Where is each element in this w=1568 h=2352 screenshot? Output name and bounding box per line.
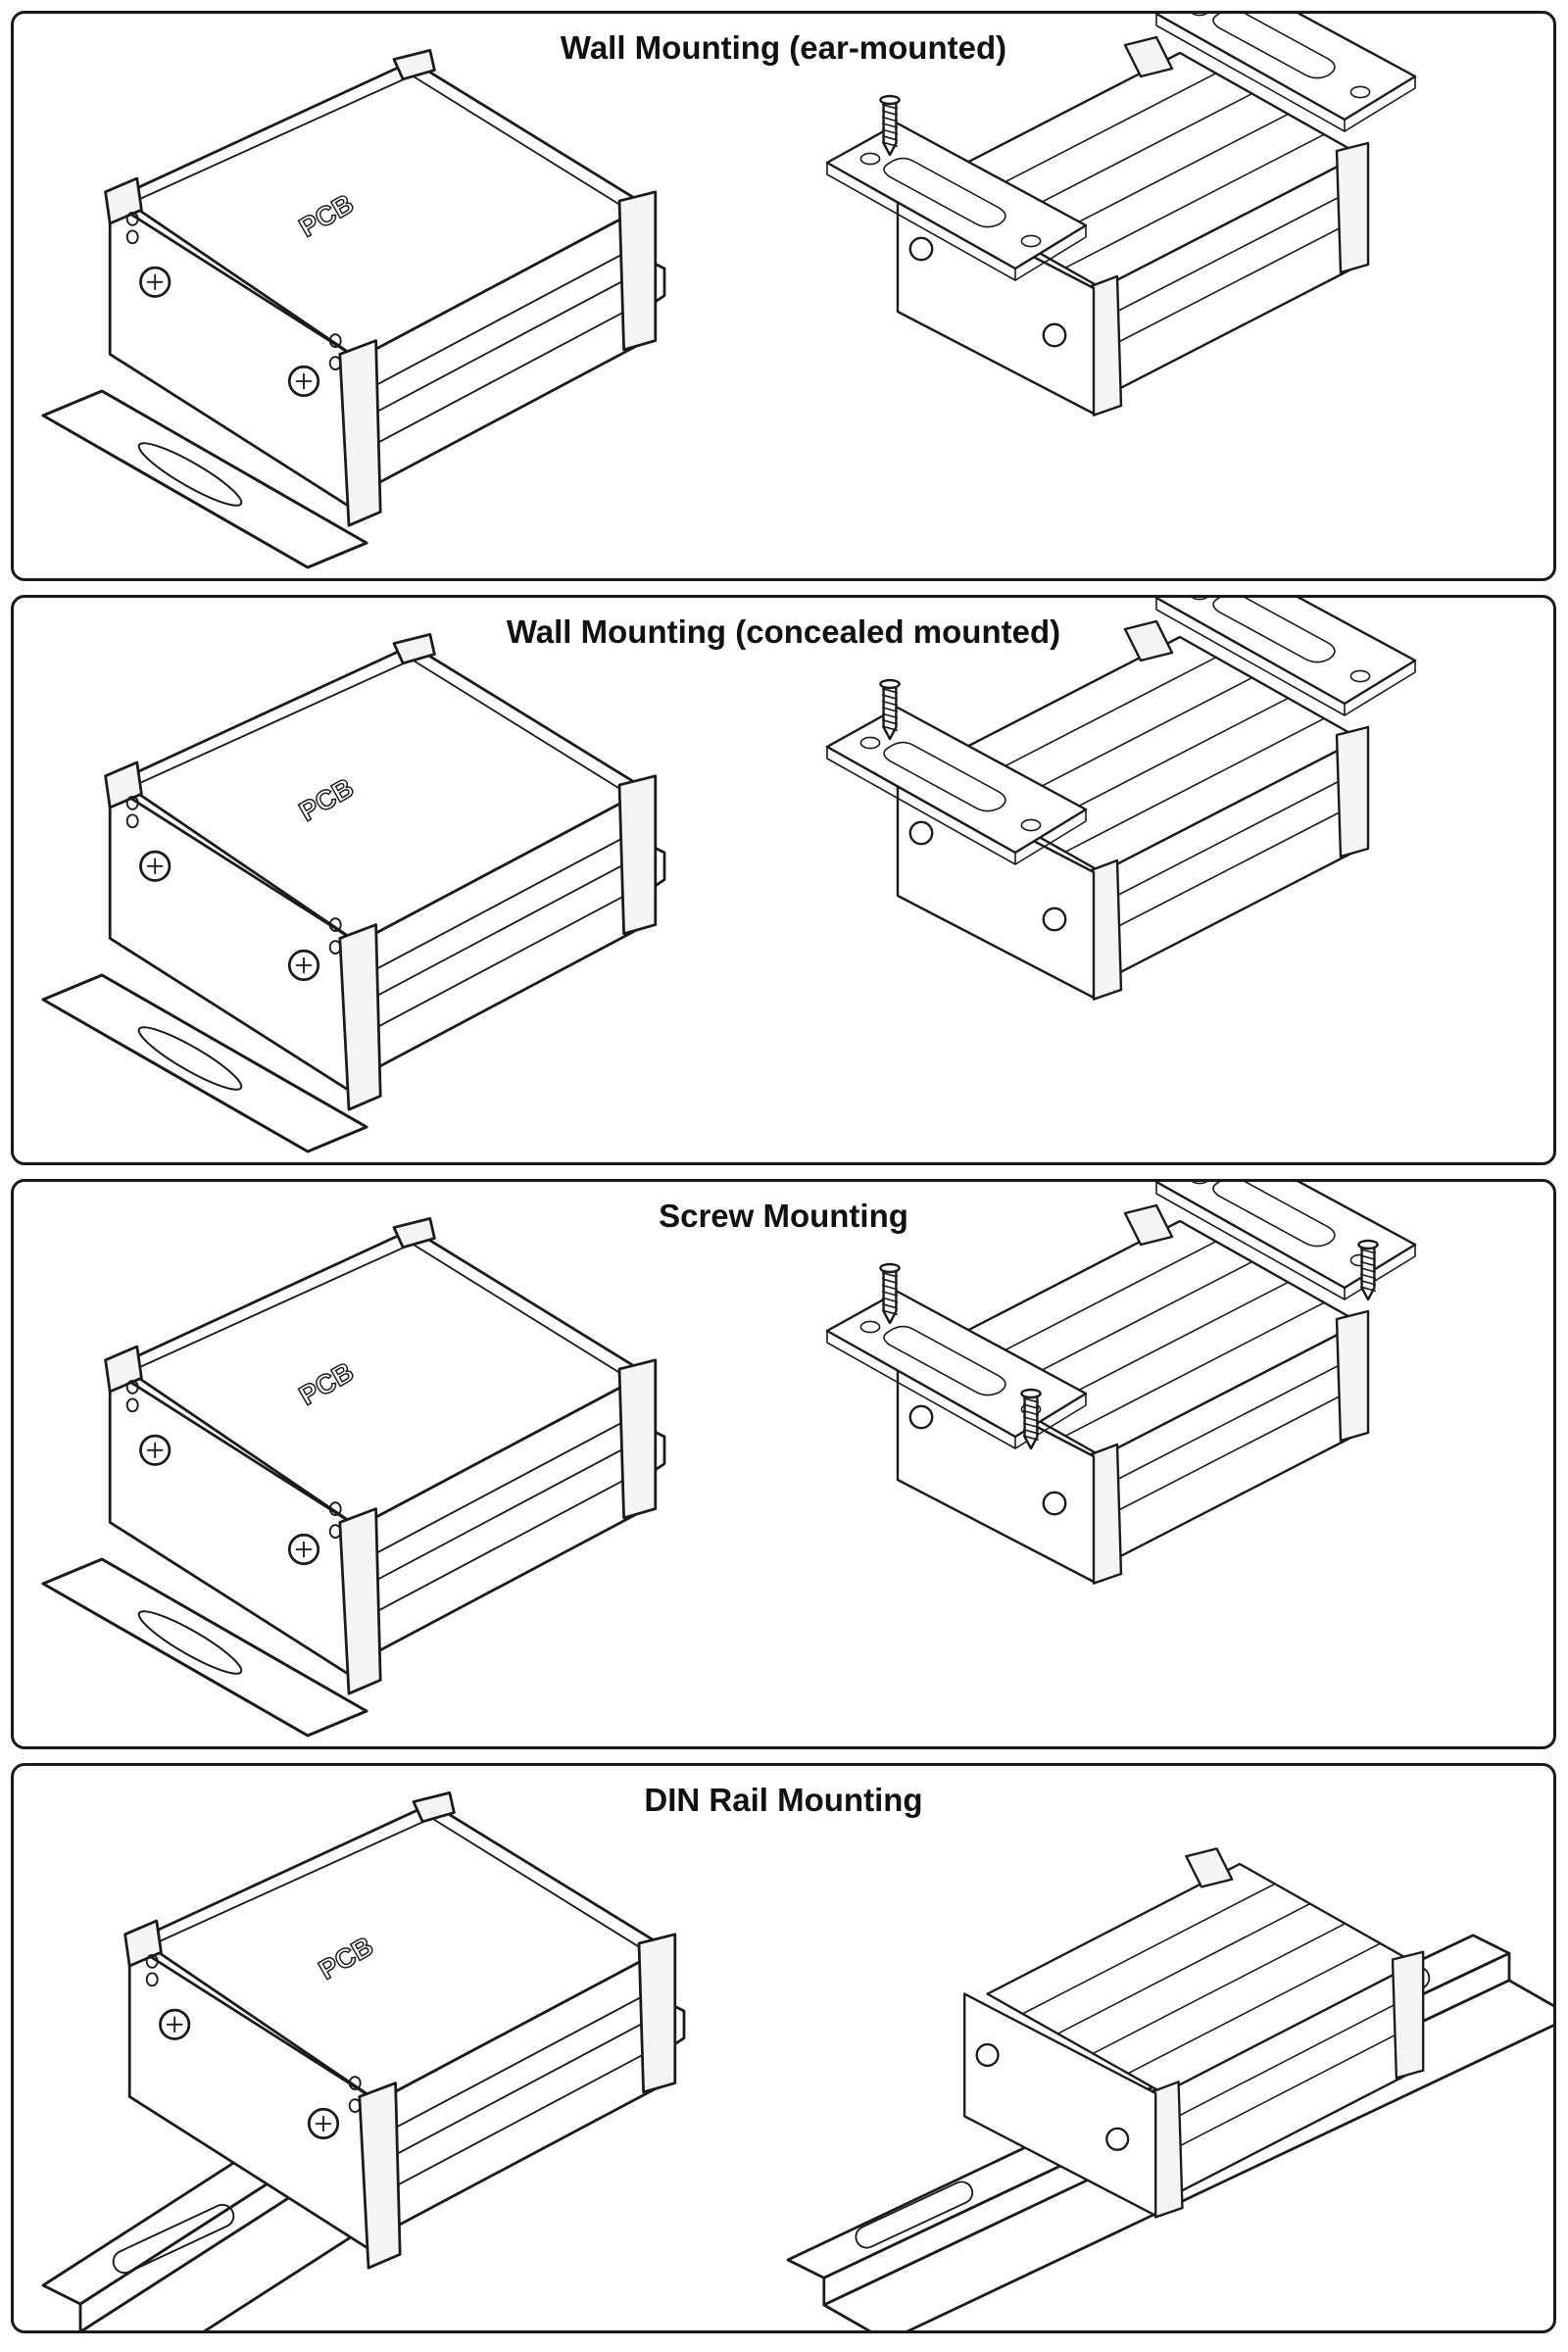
vent-hole xyxy=(125,1380,139,1395)
right-view xyxy=(786,1847,1553,2330)
rear-bracket xyxy=(1154,14,1417,132)
vent-hole xyxy=(125,212,139,226)
corner-cap xyxy=(358,2082,402,2270)
vent-hole xyxy=(145,1972,159,1987)
vent-hole xyxy=(348,2076,362,2090)
corner-cap xyxy=(412,1790,456,1824)
panel-title: Screw Mounting xyxy=(659,1198,908,1234)
left-view: PCB xyxy=(41,48,666,569)
vent-hole xyxy=(328,356,342,370)
corner-cap xyxy=(1335,725,1370,858)
corner-cap xyxy=(617,190,658,352)
right-view xyxy=(825,14,1417,416)
wood-screw xyxy=(1020,1388,1042,1450)
mounting-foot xyxy=(41,973,368,1153)
corner-cap xyxy=(637,1933,677,2094)
vent-hole xyxy=(328,1524,342,1539)
corner-cap xyxy=(617,1358,658,1520)
corner-cap xyxy=(1391,1950,1425,2080)
left-view: PCB xyxy=(41,632,666,1153)
mounting-illustration: PCB xyxy=(41,1790,1553,2330)
panel-title: Wall Mounting (concealed mounted) xyxy=(506,613,1061,650)
left-view: PCB xyxy=(41,1790,686,2330)
enclosure: PCB xyxy=(104,1216,666,1695)
corner-cap xyxy=(1185,1847,1234,1888)
vent-hole xyxy=(125,796,139,810)
wood-screw xyxy=(879,1262,901,1325)
left-view: PCB xyxy=(41,1216,666,1738)
exploded-assembly xyxy=(825,1182,1417,1585)
corner-cap xyxy=(617,774,658,936)
exploded-assembly xyxy=(825,598,1417,1001)
front-bracket xyxy=(825,122,1088,281)
mounting-slot xyxy=(137,1610,243,1675)
screw-head xyxy=(1042,1491,1067,1516)
screw-head xyxy=(908,1404,934,1430)
wood-screw xyxy=(879,678,901,741)
mounting-illustration: PCB xyxy=(41,598,1417,1153)
vent-hole xyxy=(125,1397,139,1413)
corner-cap xyxy=(338,1507,382,1695)
screw-head xyxy=(908,236,934,262)
enclosure: PCB xyxy=(123,1790,686,2270)
panel-title: DIN Rail Mounting xyxy=(644,1782,923,1818)
vent-hole xyxy=(125,229,139,245)
rear-bracket xyxy=(1154,598,1417,716)
corner-cap xyxy=(338,923,382,1111)
mounting-foot xyxy=(41,389,368,569)
vent-hole xyxy=(328,333,342,348)
exploded-assembly xyxy=(963,1847,1425,2219)
screw-head xyxy=(975,2042,1000,2068)
exploded-assembly xyxy=(825,14,1417,416)
corner-cap xyxy=(392,48,436,81)
right-view xyxy=(825,1182,1417,1585)
vent-hole xyxy=(328,1501,342,1516)
vent-hole xyxy=(348,2098,362,2113)
right-view xyxy=(825,598,1417,1001)
mounting-slot xyxy=(137,1026,243,1091)
rear-bracket xyxy=(1154,1182,1417,1300)
corner-cap xyxy=(1123,1203,1174,1247)
screw-head xyxy=(1042,322,1067,348)
panel-title: Wall Mounting (ear-mounted) xyxy=(560,29,1007,66)
screw-head xyxy=(1105,2127,1130,2151)
mounting-slot xyxy=(137,442,243,507)
corner-cap xyxy=(392,1216,436,1250)
front-plate xyxy=(963,1992,1157,2217)
corner-cap xyxy=(1335,141,1370,274)
vent-hole xyxy=(145,1954,159,1969)
corner-cap xyxy=(1335,1309,1370,1443)
wood-screw xyxy=(1357,1239,1379,1301)
vent-hole xyxy=(125,813,139,829)
vent-hole xyxy=(328,917,342,932)
enclosure: PCB xyxy=(104,48,666,527)
screw-head xyxy=(1042,906,1067,932)
corner-cap xyxy=(1123,35,1174,78)
corner-cap xyxy=(338,339,382,527)
corner-cap xyxy=(392,632,436,665)
screw-head xyxy=(908,820,934,846)
mounting-foot xyxy=(41,1557,368,1738)
front-bracket xyxy=(825,706,1088,865)
front-bracket xyxy=(825,1290,1088,1449)
mounting-illustration: PCB xyxy=(41,1182,1417,1738)
mounting-illustration: PCB xyxy=(41,14,1417,569)
enclosure: PCB xyxy=(104,632,666,1111)
vent-hole xyxy=(328,940,342,955)
corner-cap xyxy=(1123,619,1174,662)
wood-screw xyxy=(879,94,901,157)
